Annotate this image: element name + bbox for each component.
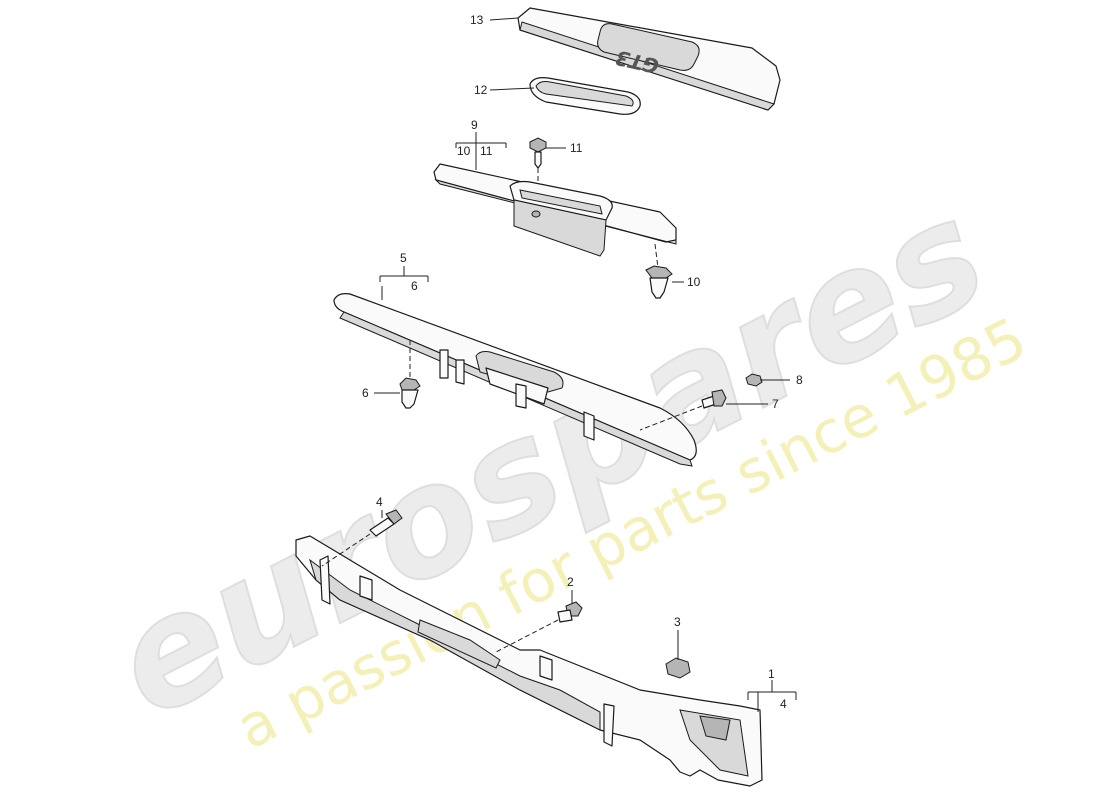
- callout-10-sub: 10: [457, 144, 471, 158]
- part-13-trim-strip: GT3: [517, 7, 781, 111]
- callout-5: 5: [400, 251, 407, 265]
- callout-11: 11: [570, 141, 583, 155]
- part-8-nut: [745, 373, 763, 387]
- callout-4: 4: [376, 495, 383, 509]
- part-7-bolt: [701, 389, 727, 409]
- callout-7: 7: [772, 397, 779, 411]
- callout-10: 10: [687, 275, 701, 289]
- callout-9: 9: [471, 118, 478, 132]
- leader-lines: [374, 17, 797, 712]
- part-6-clip: [399, 377, 421, 409]
- callout-6: 6: [362, 386, 369, 400]
- part-12-bezel: [529, 77, 641, 115]
- part-2-screw: [557, 601, 583, 623]
- part-1-carrier-bracket: [295, 535, 763, 787]
- callout-12: 12: [474, 83, 488, 97]
- part-10-clip: [645, 265, 673, 299]
- callout-8: 8: [796, 373, 803, 387]
- callout-13: 13: [470, 13, 484, 27]
- callout-2: 2: [567, 575, 574, 589]
- part-3-nut: [665, 657, 691, 679]
- callout-1: 1: [768, 667, 775, 681]
- part-11-screw: [529, 137, 547, 169]
- callout-6-sub: 6: [411, 279, 418, 293]
- part-9-handle-panel: [433, 163, 677, 257]
- assembly-lines: [321, 168, 703, 653]
- callout-3: 3: [674, 615, 681, 629]
- part-5-trim-rail: [333, 293, 697, 467]
- callout-4-sub: 4: [780, 697, 787, 711]
- callout-labels: 13 12 9 10 11 11 10 5 6 6 8 7 4 2 3 1 4: [362, 13, 803, 711]
- part-4-pin: [369, 509, 403, 537]
- callout-11-sub: 11: [480, 144, 493, 158]
